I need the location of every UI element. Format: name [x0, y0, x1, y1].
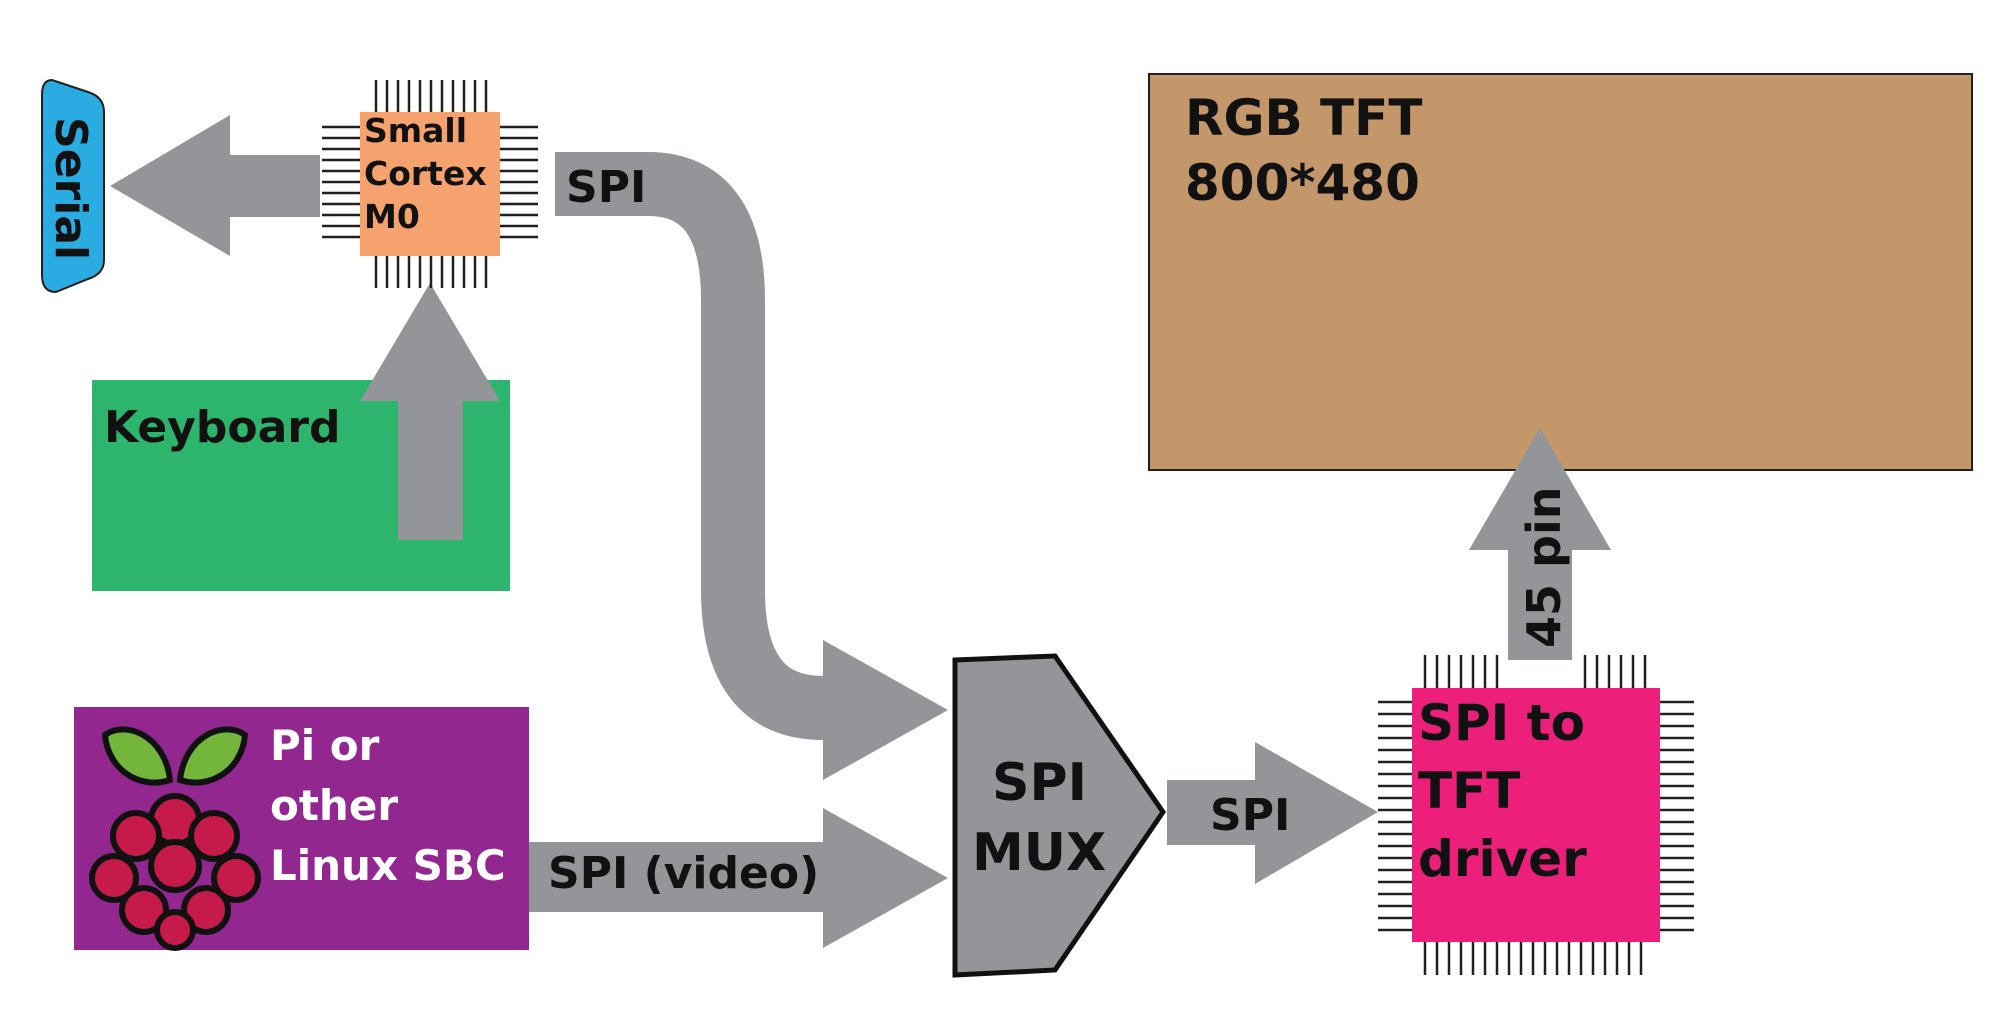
mcu-to-mux-curved-link — [555, 152, 825, 740]
raspberry-pi-logo-icon — [89, 726, 261, 951]
mcu-chip — [360, 112, 500, 256]
serial-label: Serial — [45, 117, 96, 260]
tft-driver-line3: driver — [1418, 830, 1587, 888]
tft-screen-line2: 800*480 — [1185, 154, 1420, 212]
tft-screen — [1148, 73, 1973, 471]
tft-screen-line1: RGB TFT — [1185, 89, 1422, 147]
mux-label-line1: SPI — [992, 753, 1087, 813]
mcu-label-line1: Small — [364, 111, 467, 150]
mcu-to-serial-arrow — [110, 115, 320, 256]
keyboard-to-mcu-arrow — [360, 283, 500, 540]
serial-connector — [41, 78, 105, 294]
mcu-spi-label: SPI — [566, 162, 646, 213]
mcu-pins — [322, 80, 538, 288]
pi-label-line2: other — [270, 781, 398, 830]
pi-spi-video-label: SPI (video) — [548, 848, 819, 899]
pi-label-line3: Linux SBC — [270, 841, 506, 890]
pi-label-line1: Pi or — [270, 721, 380, 770]
mcu-label-line3: M0 — [364, 197, 420, 236]
mcu-to-mux-arrowhead — [823, 640, 948, 780]
driver-pins-label: 45 pin — [1517, 487, 1571, 648]
tft-driver-line1: SPI to — [1418, 694, 1585, 752]
spi-mux — [952, 653, 1167, 978]
keyboard-label: Keyboard — [104, 402, 340, 453]
mcu-label-line2: Cortex — [364, 154, 487, 193]
tft-driver-chip — [1412, 688, 1660, 942]
pi-to-mux-arrow — [529, 808, 948, 948]
mux-label-line2: MUX — [972, 823, 1106, 883]
mux-spi-label: SPI — [1210, 790, 1290, 841]
driver-to-screen-arrow — [1469, 428, 1611, 660]
mux-to-driver-arrow — [1167, 742, 1378, 884]
tft-driver-pins — [1378, 655, 1694, 975]
tft-driver-line2: TFT — [1418, 762, 1520, 820]
